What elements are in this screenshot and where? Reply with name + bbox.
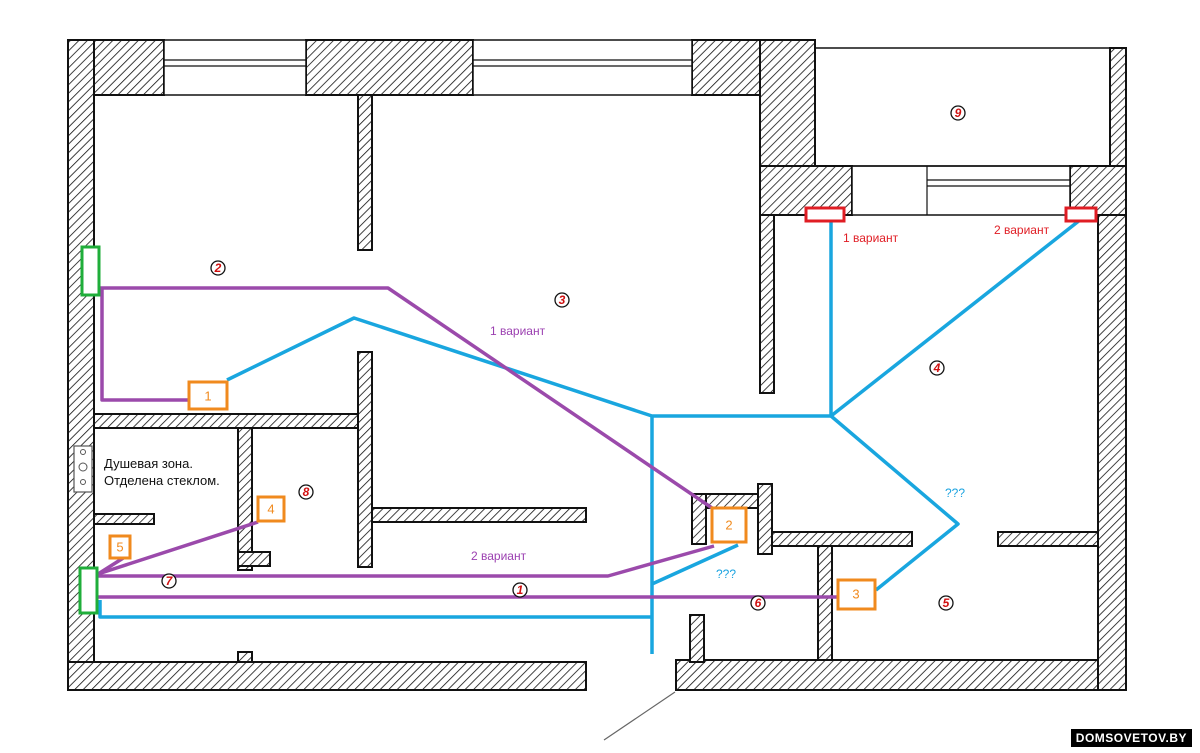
point-1-number: 1 [204, 389, 211, 404]
room-number-1: 1 [512, 582, 528, 598]
svg-text:5: 5 [943, 596, 950, 610]
room-number-8: 8 [298, 484, 314, 500]
purple-route-point1 [100, 288, 190, 402]
red-variant2-label: 2 вариант [994, 223, 1050, 237]
purple-variant1-label: 1 вариант [490, 324, 546, 338]
blue-question-label-1: ??? [945, 486, 965, 500]
watermark: DOMSOVETOV.BY [1070, 729, 1192, 747]
balcony-outline [814, 47, 1111, 167]
svg-text:1: 1 [517, 583, 524, 597]
entry-pointer-line [603, 691, 676, 741]
exterior-vent-variant2 [1064, 206, 1098, 223]
blue-route-point2 [651, 543, 739, 586]
room-number-3: 3 [554, 292, 570, 308]
labels: 1 вариант 2 вариант 1 вариант 2 вариант … [104, 223, 1050, 581]
point-marker-4: 4 [256, 495, 286, 523]
point-markers: 1 2 3 4 5 [108, 380, 877, 611]
blue-question-label-2: ??? [716, 567, 736, 581]
room-number-6: 6 [750, 595, 766, 611]
purple-routes [96, 286, 838, 599]
shower-label-line1: Душевая зона. [104, 456, 193, 471]
room-numbers: 1 2 3 4 5 6 7 8 9 [161, 105, 966, 611]
blue-route-red2 [829, 218, 1082, 418]
point-4-number: 4 [267, 502, 274, 517]
red-variant1-label: 1 вариант [843, 231, 899, 245]
exterior-vent-variant1 [804, 206, 846, 223]
vents [78, 206, 1098, 615]
point-5-number: 5 [116, 540, 123, 555]
shower-label-line2: Отделена стеклом. [104, 473, 220, 488]
blue-route-point3 [829, 414, 960, 592]
bathroom-vent-top [80, 245, 101, 297]
svg-text:9: 9 [955, 106, 962, 120]
shower-fixture-head [78, 462, 88, 472]
room-number-4: 4 [929, 360, 945, 376]
svg-text:4: 4 [933, 361, 941, 375]
purple-route-variant2 [96, 544, 715, 578]
shower-fixture-knob [80, 449, 86, 455]
purple-route-variant1 [100, 286, 713, 510]
point-marker-1: 1 [187, 380, 229, 411]
point-marker-5: 5 [108, 534, 132, 560]
purple-variant2-label: 2 вариант [471, 549, 527, 563]
windows [73, 39, 1111, 741]
walls [67, 39, 1127, 691]
room-number-2: 2 [210, 260, 226, 276]
purple-route-point4 [97, 520, 259, 576]
shower-fixture-knob [80, 479, 86, 485]
svg-text:3: 3 [559, 293, 566, 307]
point-3-number: 3 [852, 587, 859, 602]
svg-text:2: 2 [214, 261, 222, 275]
room-number-9: 9 [950, 105, 966, 121]
point-2-number: 2 [725, 518, 732, 533]
svg-text:7: 7 [166, 574, 174, 588]
point-marker-2: 2 [710, 506, 748, 544]
bathroom-vent-bottom [78, 566, 99, 615]
svg-text:8: 8 [303, 485, 310, 499]
room-number-5: 5 [938, 595, 954, 611]
svg-text:6: 6 [755, 596, 762, 610]
room-number-7: 7 [161, 573, 177, 589]
point-marker-3: 3 [836, 578, 877, 611]
blue-route-bath [98, 600, 652, 619]
